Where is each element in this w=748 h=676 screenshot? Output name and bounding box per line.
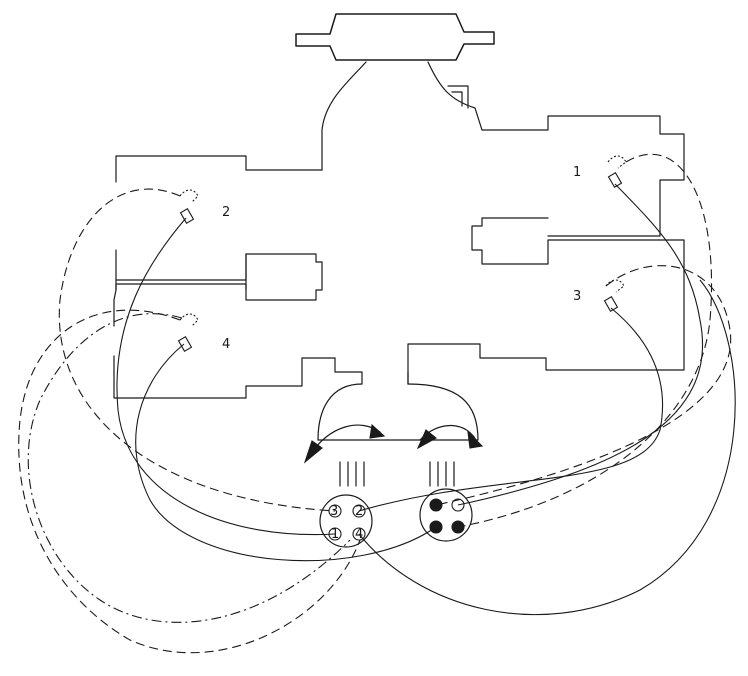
wire-solid-plug3 <box>358 307 664 512</box>
spark-plug-3 <box>603 296 619 312</box>
rotor-arrow-right-head <box>416 429 437 450</box>
dashdot-wires <box>27 313 351 623</box>
lower-bracket <box>334 357 409 385</box>
block-inner-left <box>115 253 247 291</box>
manifold-neck <box>321 61 483 171</box>
spark-plug-1 <box>607 172 623 188</box>
rotor-arrow-left-head <box>303 440 323 464</box>
cylinder-label-3: 3 <box>573 289 581 304</box>
top-flange <box>295 13 495 61</box>
port-left-upper <box>245 253 323 301</box>
solid-wires <box>116 183 736 616</box>
engine-block <box>113 13 685 441</box>
wire-solid-plug2 <box>116 217 336 536</box>
wire-dashed-plug1-alt <box>457 153 713 528</box>
distributor-posts <box>339 461 455 487</box>
spark-plugs <box>177 155 627 352</box>
spark-plug-4 <box>177 336 193 352</box>
wire-solid-plug1 <box>457 183 704 506</box>
wire-solid-cross <box>358 279 736 616</box>
dashed-wires <box>18 153 732 654</box>
distributor-housing <box>317 383 479 441</box>
wire-dashed-plug3-alt <box>435 265 732 506</box>
wire-dashdot-plug4 <box>27 313 351 623</box>
port-right-middle <box>471 217 661 265</box>
wire-dashed-plug4-loop <box>18 309 361 654</box>
manifold-bracket <box>447 85 469 109</box>
cylinder-label-1: 1 <box>573 165 581 180</box>
distributor-cap-right <box>419 488 473 542</box>
wire-solid-plug4 <box>135 343 437 562</box>
terminal-label-2: 2 <box>355 504 363 519</box>
terminal-right-a <box>429 498 443 512</box>
cylinder-label-4: 4 <box>222 337 230 352</box>
cylinder-label-2: 2 <box>222 205 230 220</box>
rotor-arrow-left-tip <box>369 423 386 439</box>
distributor-cap-left: 3 2 1 4 <box>319 494 373 548</box>
block-outline-right <box>407 115 685 385</box>
rotor-arrow-right-tip <box>467 430 484 449</box>
block-outline-left <box>113 155 336 399</box>
terminal-label-1: 1 <box>331 527 339 542</box>
terminal-label-3: 3 <box>330 504 338 519</box>
rotor-arrows <box>303 423 484 464</box>
spark-plug-2 <box>179 208 195 224</box>
wire-dashed-plug2-alt <box>58 188 336 512</box>
